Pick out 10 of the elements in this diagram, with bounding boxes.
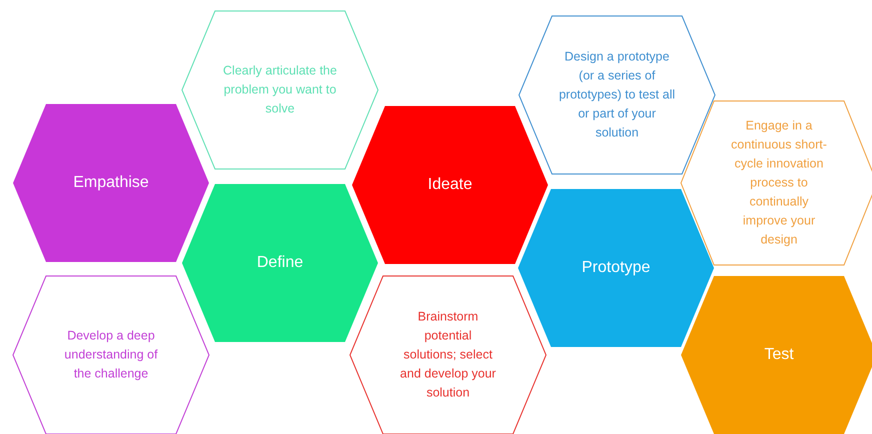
stage-description: Develop a deep understanding of the challenge: [63, 328, 159, 382]
stage-description: Clearly articulate the problem you want to solve: [222, 62, 338, 118]
stage-description: Design a prototype (or a series of prototypes) to test all or part of your solution: [558, 48, 676, 142]
stage-name: Prototype: [582, 259, 650, 277]
stage-description: Brainstorm potential solutions; select and develop your solution: [399, 308, 497, 402]
stage-description: Engage in a continuous short-cycle innovation process to continually improve your design: [731, 118, 827, 248]
stage-name: Empathise: [73, 174, 149, 192]
stage-name: Define: [256, 254, 304, 272]
stage-name: Test: [764, 346, 794, 364]
stage-name: Ideate: [428, 176, 472, 194]
